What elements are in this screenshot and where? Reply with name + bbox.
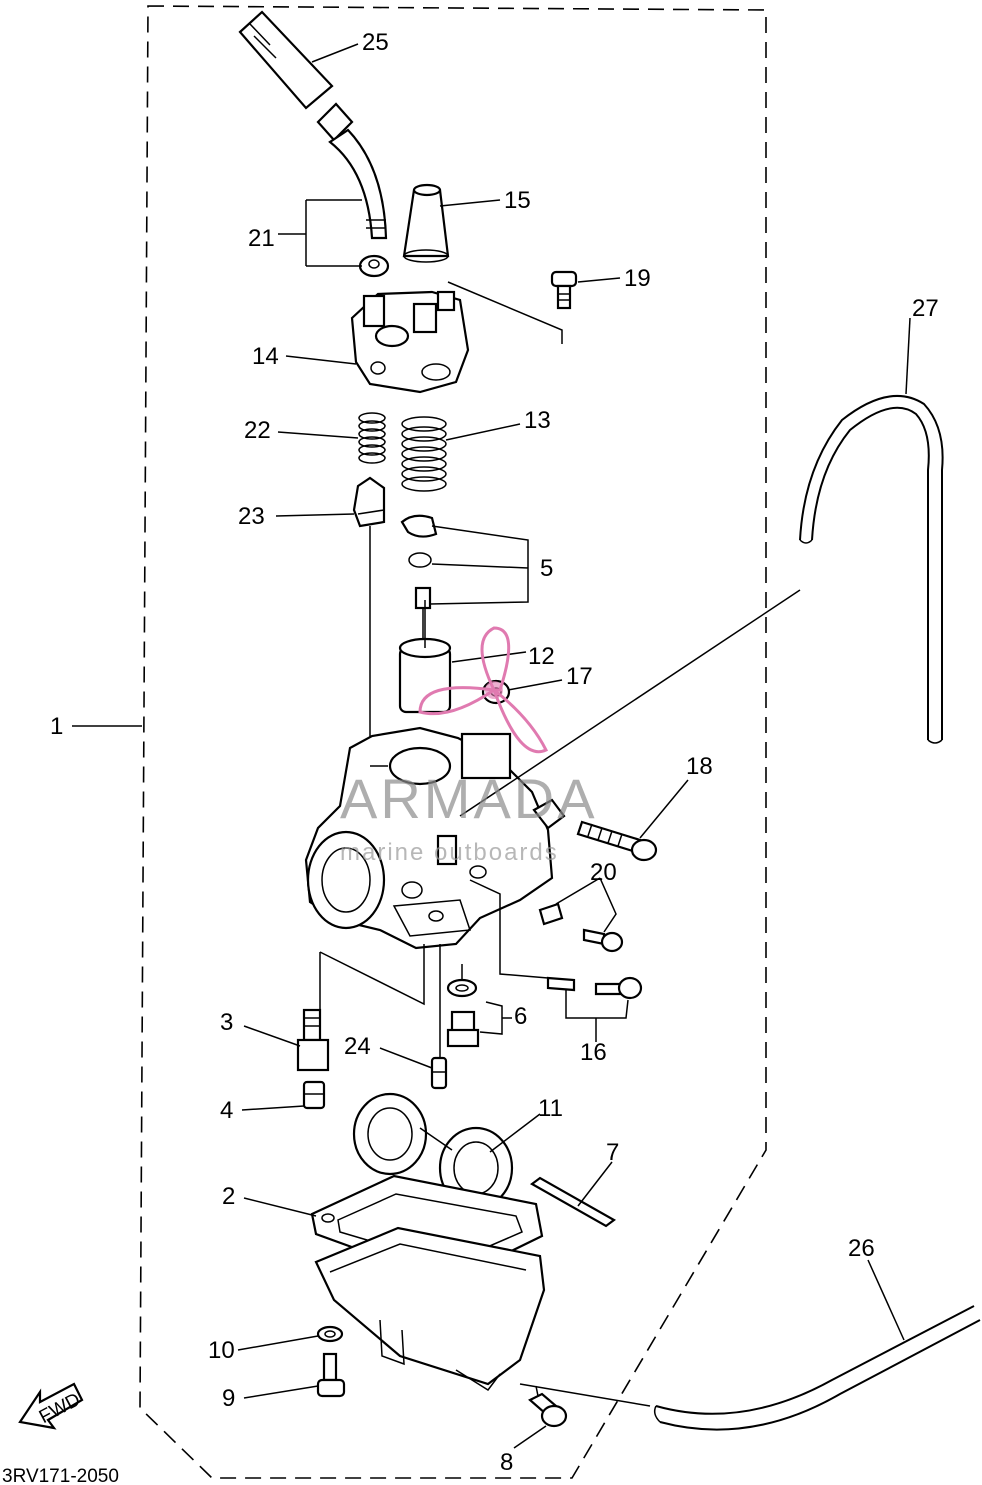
- part-4-main-jet: [302, 1080, 326, 1110]
- part-25-cover: [238, 10, 334, 110]
- part-19-screw: [550, 270, 578, 310]
- part-12-throttle-valve: [398, 600, 452, 714]
- label-26: 26: [848, 1235, 875, 1262]
- label-18: 18: [686, 753, 713, 780]
- part-16-throttle-stop-screw-set: [546, 976, 643, 1000]
- part-1-carburetor-body: [304, 726, 566, 950]
- part-27-vent-hose: [799, 395, 944, 744]
- label-13: 13: [524, 407, 551, 434]
- part-float-bowl: [314, 1226, 546, 1392]
- label-27: 27: [912, 295, 939, 322]
- label-16: 16: [580, 1039, 607, 1066]
- label-24: 24: [344, 1033, 371, 1060]
- label-6: 6: [514, 1003, 527, 1030]
- fwd-arrow-icon: FWD: [18, 1382, 84, 1430]
- label-5: 5: [540, 555, 553, 582]
- watermark-brand: ARMADA: [340, 767, 598, 830]
- label-8: 8: [500, 1449, 513, 1476]
- part-9-screw: [316, 1352, 346, 1398]
- part-7-float-pin: [529, 1176, 617, 1228]
- part-5-needle-set: [400, 514, 438, 650]
- part-18-screw: [576, 820, 658, 862]
- callout-labels: 25 15 21 19 14 27 22 13 23 5 12 17 1 18 …: [50, 29, 939, 1476]
- alignment-lines: [319, 281, 801, 1407]
- part-6-plug-washer: [446, 978, 480, 1048]
- label-10: 10: [208, 1337, 235, 1364]
- label-4: 4: [220, 1097, 233, 1124]
- label-2: 2: [222, 1183, 235, 1210]
- label-9: 9: [222, 1385, 235, 1412]
- label-21: 21: [248, 225, 275, 252]
- label-1: 1: [50, 713, 63, 740]
- label-22: 22: [244, 417, 271, 444]
- watermark-logo-icon: [418, 626, 549, 754]
- label-15: 15: [504, 187, 531, 214]
- label-25: 25: [362, 29, 389, 56]
- part-13-throttle-spring: [401, 416, 447, 492]
- part-14-top-cap: [350, 290, 470, 394]
- catalog-code: 3RV171-2050: [2, 1466, 119, 1485]
- watermark-tagline: marine outboards: [340, 839, 559, 866]
- part-10-washer: [316, 1325, 344, 1343]
- label-11: 11: [538, 1095, 563, 1122]
- label-3: 3: [220, 1009, 233, 1036]
- part-8-drain-screw: [528, 1392, 568, 1428]
- label-19: 19: [624, 265, 651, 292]
- watermark: ARMADA marine outboards: [340, 626, 598, 866]
- label-17: 17: [566, 663, 593, 690]
- part-15-cap: [402, 183, 450, 263]
- part-22-small-spring: [358, 412, 386, 464]
- part-26-drain-hose: [653, 1305, 981, 1431]
- part-21-hose-fitting: [316, 102, 390, 278]
- label-14: 14: [252, 343, 279, 370]
- label-20: 20: [590, 859, 617, 886]
- leader-lines: [72, 43, 911, 1449]
- part-24-jet: [430, 1056, 448, 1090]
- label-23: 23: [238, 503, 265, 530]
- part-23-starter-plunger: [352, 476, 386, 760]
- label-12: 12: [528, 643, 555, 670]
- part-3-needle-jet: [296, 1008, 330, 1072]
- label-7: 7: [606, 1139, 619, 1166]
- assembly-boundary: [139, 5, 767, 1479]
- part-20-pilot-screw-set: [538, 902, 624, 953]
